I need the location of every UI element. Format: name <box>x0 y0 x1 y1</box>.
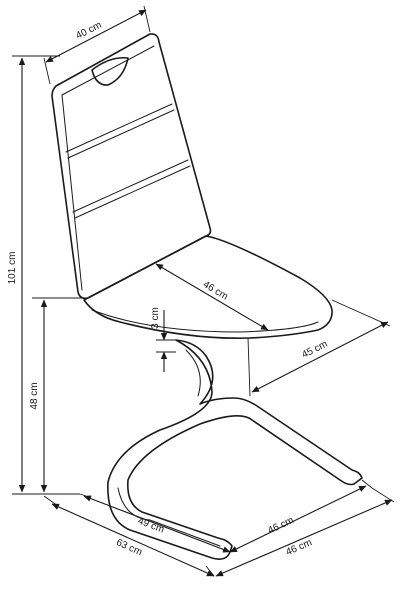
label-seat-thickness: 3 cm <box>150 307 161 329</box>
dim-seat-width: 45 cm <box>247 299 391 397</box>
label-base-width: 46 cm <box>266 515 295 536</box>
backrest-inner-edge <box>61 45 155 291</box>
dim-seat-thickness: 3 cm <box>150 307 176 372</box>
label-total-depth: 63 cm <box>114 537 143 558</box>
dim-backrest-width: 40 cm <box>43 5 151 85</box>
label-seat-height: 48 cm <box>29 382 40 409</box>
backrest-stitch-1 <box>65 103 173 153</box>
label-total-height: 101 cm <box>7 252 18 285</box>
label-seat-width: 45 cm <box>300 339 329 361</box>
dim-total-height: 101 cm <box>7 55 80 495</box>
backrest-stitch-2 <box>72 159 189 213</box>
dim-base-depth: 49 cm <box>79 493 231 553</box>
backrest-stitch-3 <box>67 109 175 159</box>
seat-front-edge <box>91 309 319 333</box>
backrest-stitch-4 <box>74 165 191 219</box>
handle-cutout <box>91 56 129 86</box>
dim-total-width: 46 cm <box>215 487 395 577</box>
chair-illustration <box>51 33 363 560</box>
label-backrest-width: 40 cm <box>74 20 103 42</box>
frame-inner-line <box>117 349 221 547</box>
cantilever-frame <box>107 339 363 560</box>
backrest-outline <box>51 33 212 300</box>
dim-seat-height: 48 cm <box>29 297 88 493</box>
dim-seat-depth: 46 cm <box>155 263 269 331</box>
